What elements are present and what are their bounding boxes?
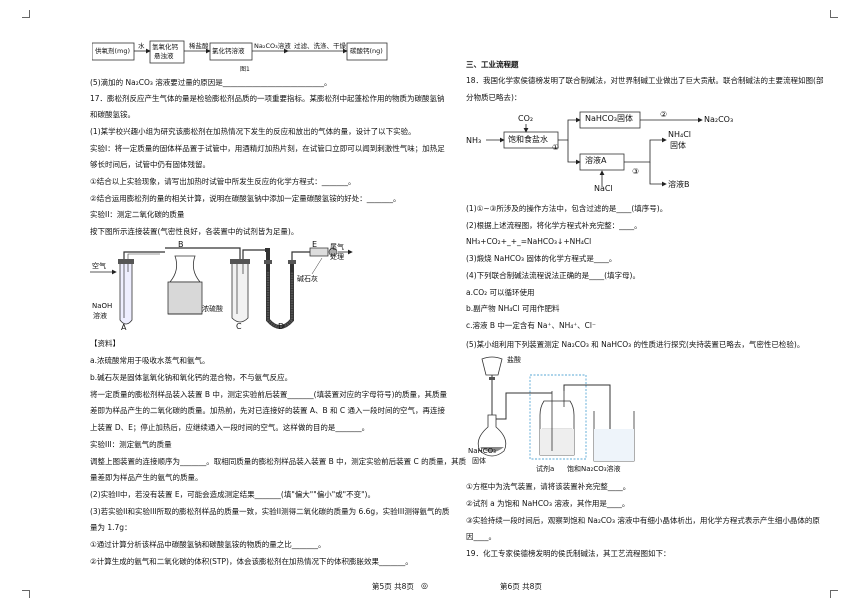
question-17-1: (1)某学校兴趣小组为研究该膨松剂在加热情况下发生的反应和放出的气体的量，设计了… <box>90 127 416 136</box>
flow-na2co3: Na₂CO₃ <box>704 115 734 124</box>
flow-step-2: ② <box>660 110 668 119</box>
r-question-1: (1)①~③所涉及的操作方法中，包含过滤的是____(填序号)。 <box>466 204 668 213</box>
page-footer-right: 第6页 共8页 <box>500 582 542 591</box>
label-tail-gas-l2: 处理 <box>330 253 344 261</box>
flow-box-calcium-hydroxide-l2: 悬浊液 <box>154 52 174 60</box>
paragraph-3: 上装置 D、E；停止加热后，应继续通入一段时间的空气。这样做的目的是______… <box>90 423 370 432</box>
page-footer-left: 第5页 共8页 <box>372 582 414 591</box>
flow-brine: 饱和食盐水 <box>508 135 548 144</box>
question-3-a: ①通过计算分析该样品中碳酸氢钠和碳酸氢铵的物质的量之比_______。 <box>90 540 326 549</box>
question-5: (5)滴加的 Na₂CO₃ 溶液要过量的原因是_________________… <box>90 78 332 87</box>
section-title: 三、工业流程题 <box>466 60 519 69</box>
label-C: C <box>236 322 242 331</box>
label-D: D <box>278 322 285 331</box>
reference-a: a.浓硫酸常用于吸收水蒸气和氨气。 <box>90 356 210 365</box>
flow-box-oxygen-agent: 供氧剂(mg) <box>95 47 131 55</box>
question-2: (2)实验II中，若没有装置 E，可能会造成测定结果_______(填"偏大""… <box>90 490 375 499</box>
flow-solution-b: 溶液B <box>668 180 690 189</box>
paragraph-1: 将一定质量的膨松剂样品装入装置 B 中，测定实验前后装置_______(填装置对… <box>90 390 448 399</box>
label-E: E <box>312 240 318 249</box>
crop-mark <box>830 590 838 598</box>
experiment-3-title: 实验III：测定氨气的质量 <box>90 440 172 449</box>
question-19: 19．化工专家侯德榜发明的侯氏制碱法，其工艺流程图如下： <box>466 549 671 558</box>
flow-solution-a: 溶液A <box>585 156 607 165</box>
apparatus-figure-co2 <box>90 247 353 329</box>
r-question-4a: a.CO₂ 可以循环使用 <box>466 288 535 297</box>
crop-mark <box>22 590 30 598</box>
label-conc-h2so4: 浓硫酸 <box>202 305 223 313</box>
flow-step-3: ③ <box>632 167 640 176</box>
r-question-2: (2)根据上述流程图，将化学方程式补充完整：____。 <box>466 221 642 230</box>
flow-nahco3-solid: NaHCO₃固体 <box>585 114 633 123</box>
figure-caption: 图1 <box>240 66 250 73</box>
r-question-3: (3)煅烧 NaHCO₃ 固体的化学方程式是____。 <box>466 254 617 263</box>
flow-box-calcium-hydroxide-l1: 氢氧化钙 <box>152 43 178 51</box>
flow-box-calcium-carbonate: 碳酸钙(ng) <box>350 47 383 55</box>
flow-co2: CO₂ <box>518 114 534 123</box>
flow-step-1: ① <box>552 143 560 152</box>
question-3-line2: 量为 1.7g： <box>90 523 132 532</box>
question-3-b: ②计算生成的氨气和二氧化碳的体积(STP)，体会该膨松剂在加热情况下的体积膨胀效… <box>90 557 413 566</box>
crop-mark <box>22 10 30 18</box>
flow-arrow-hcl: 稀盐酸 <box>189 42 209 50</box>
label-naoh-l2: 溶液 <box>93 312 107 320</box>
experiment-1-line1: 实验I：将一定质量的固体样品置于试管中，用酒精灯加热片刻，在试管口立即可以闻到刺… <box>90 144 445 153</box>
right-page: 三、工业流程题 18．我国化学家侯德榜发明了联合制碱法，对世界制碱工业做出了巨大… <box>450 0 860 608</box>
question-18-line2: 分物质已略去)： <box>466 93 522 102</box>
question-17-line2: 和碳酸氢铵。 <box>90 110 135 119</box>
question-18-line1: 18．我国化学家侯德榜发明了联合制碱法，对世界制碱工业做出了巨大贡献。联合制碱法… <box>466 76 824 85</box>
r-question-5: (5)某小组利用下列装置测定 Na₂CO₃ 和 NaHCO₃ 的性质进行探究(夹… <box>466 340 805 349</box>
label-reagent-a: 试剂a <box>536 465 555 473</box>
label-air: 空气 <box>92 262 106 270</box>
r-question-2-equation: NH₃+CO₂+_+_=NaHCO₃↓+NH₄Cl <box>466 237 592 246</box>
experiment-1-q2: ②结合运用膨松剂的量的相关计算，说明在碳酸氢钠中添加一定量碳酸氢铵的好处：___… <box>90 194 401 203</box>
r-question-5a: ①方框中为洗气装置，请将该装置补充完整____。 <box>466 482 631 491</box>
left-page: 供氧剂(mg) 水 氢氧化钙 悬浊液 稀盐酸 氯化钙溶液 Na₂CO₃溶液 过滤… <box>90 40 466 591</box>
flow-nh4cl-l1: NH₄Cl <box>668 130 692 139</box>
label-hcl: 盐酸 <box>507 356 521 364</box>
paragraph-2: 差即为样品产生的二氧化碳的质量。加热前，先对已连接好的装置 A、B 和 C 通入… <box>90 406 446 415</box>
apparatus-figure-nahco3 <box>477 356 635 462</box>
r-question-5b: ②试剂 a 为饱和 NaHCO₃ 溶液，其作用是____。 <box>466 499 630 508</box>
question-17-line1: 17．膨松剂反应产生气体的量是检验膨松剂品质的一项重要指标。某膨松剂中起蓬松作用… <box>90 94 445 103</box>
reference-b: b.碱石灰是固体氢氧化钠和氧化钙的混合物，不与氨气反应。 <box>90 373 293 382</box>
flow-arrow-water: 水 <box>138 42 145 50</box>
label-A: A <box>121 323 127 332</box>
reference-title: 【资料】 <box>90 339 120 348</box>
r-question-5c-line2: 因____。 <box>466 532 496 541</box>
flow-nh3: NH₃ <box>466 136 482 145</box>
paragraph-4: 调整上图装置的连接顺序为_______。取相同质量的膨松剂样品装入装置 B 中，… <box>90 457 467 466</box>
experiment-1-q1: ①结合以上实验现象，请写出加热时试管中所发生反应的化学方程式：_______。 <box>90 177 356 186</box>
flow-nacl: NaCl <box>594 184 613 193</box>
question-3-line1: (3)若实验II和实验III所取的膨松剂样品的质量一致，实验II测得二氧化碳的质… <box>90 507 450 516</box>
flow-arrow-filter: 过滤、洗涤、干燥 <box>294 42 346 50</box>
page-center-mark: ◎ <box>421 581 428 590</box>
label-nahco3-solid-l2: 固体 <box>472 457 486 465</box>
r-question-4b: b.副产物 NH₄Cl 可用作肥料 <box>466 304 560 313</box>
experiment-2-desc: 按下图所示连接装置(气密性良好，各装置中的试剂皆为足量)。 <box>90 227 299 236</box>
flowchart-calcium-carbonate <box>92 40 388 64</box>
label-tail-gas-l1: 尾气 <box>330 243 344 251</box>
label-naoh-l1: NaOH <box>92 302 113 310</box>
label-saturated-na2co3: 饱和Na₂CO₃溶液 <box>567 465 621 473</box>
label-nahco3-solid-l1: NaHCO₃ <box>468 447 496 455</box>
experiment-2-title: 实验II：测定二氧化碳的质量 <box>90 210 185 219</box>
r-question-5c-line1: ③实验持续一段时间后，观察到饱和 Na₂CO₃ 溶液中有细小晶体析出，用化学方程… <box>466 516 820 525</box>
flow-arrow-na2co3: Na₂CO₃溶液 <box>254 42 291 50</box>
label-B: B <box>178 240 184 249</box>
r-question-4: (4)下列联合制碱法流程说法正确的是____(填字母)。 <box>466 271 640 280</box>
experiment-1-line2: 够长时间后，试管中仍有固体残留。 <box>90 160 210 169</box>
flowchart-soda-process <box>486 111 703 187</box>
paragraph-5: 量差即为样品产生的氨气的质量。 <box>90 473 203 482</box>
flow-nh4cl-l2: 固体 <box>670 141 686 150</box>
crop-mark <box>830 10 838 18</box>
flow-box-calcium-chloride: 氯化钙溶液 <box>212 47 245 55</box>
label-soda-lime: 碱石灰 <box>297 275 318 283</box>
r-question-4c: c.溶液 B 中一定含有 Na⁺、NH₄⁺、Cl⁻ <box>466 321 596 330</box>
